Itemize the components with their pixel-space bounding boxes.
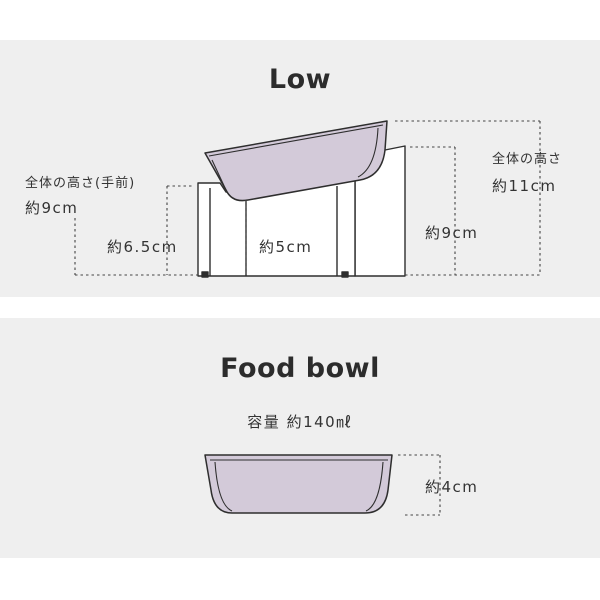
tilted-bowl	[204, 120, 388, 202]
food-bowl-body	[204, 454, 393, 514]
dimension-lines-food	[398, 454, 441, 516]
food-bowl-panel	[0, 318, 600, 558]
total-height-value: 約11cm	[492, 177, 557, 195]
dimension-lines-low	[74, 120, 541, 276]
side-height: 約9cm	[425, 224, 479, 242]
low-title: Low	[268, 64, 332, 95]
food-bowl-illustration	[204, 454, 393, 514]
front-height-value: 約9cm	[25, 199, 79, 217]
food-bowl-title: Food bowl	[220, 353, 380, 384]
inner-back-height: 約5cm	[259, 238, 313, 256]
tilted-bowl-body	[204, 120, 388, 202]
total-height-label: 全体の高さ	[492, 152, 563, 167]
food-bowl-depth: 約4cm	[425, 478, 479, 496]
front-height-label: 全体の高さ(手前)	[25, 176, 136, 191]
inner-front-height: 約6.5cm	[107, 238, 178, 256]
food-bowl-capacity: 容量 約140㎖	[247, 413, 353, 431]
tilted-bowl-rim	[208, 124, 384, 157]
